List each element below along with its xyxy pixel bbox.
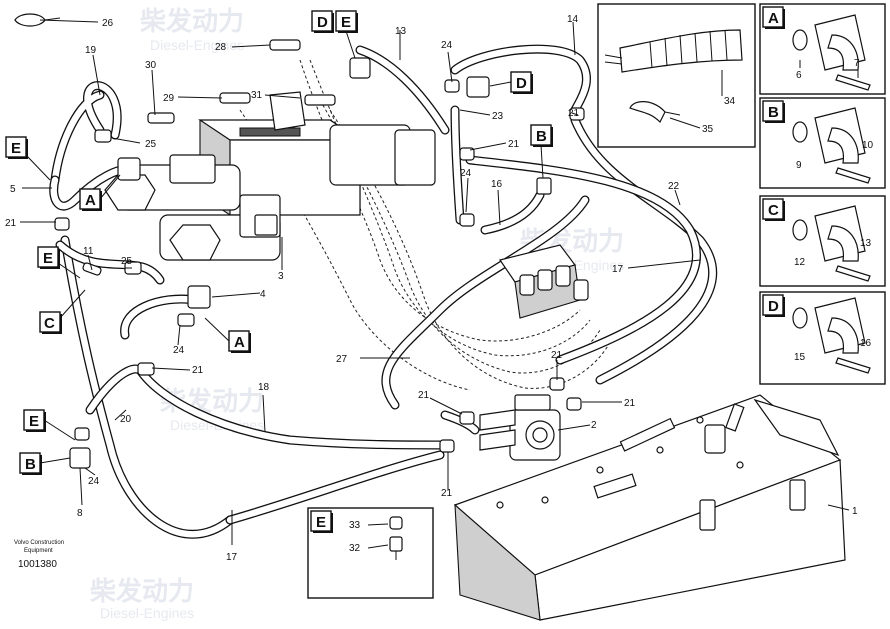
inset-cable: 34 35 [597,3,756,148]
callout-24: 24 [88,476,100,487]
fittings [147,39,336,124]
callout-25: 25 [145,139,157,150]
inset-D-title: D [768,298,779,315]
leader-lines [20,19,850,545]
callout-13: 13 [395,26,407,37]
inset-E-title: E [316,514,326,531]
tag-B: B [25,456,36,473]
callout-25: 25 [121,256,133,267]
callout-29: 29 [163,93,175,104]
watermark-en: Diesel-Engines [150,37,244,53]
callout-21: 21 [192,365,204,376]
tag-A: A [234,334,245,351]
callout-19: 19 [85,45,97,56]
inset-A-title: A [768,10,779,27]
caption-maker-line2: Equipment [24,548,53,554]
tag-E: E [43,250,53,267]
tag-E: E [29,413,39,430]
inset-callout-34: 34 [724,96,736,107]
callout-24: 24 [441,40,453,51]
inset-callout-35: 35 [702,124,714,135]
hoses [49,44,717,539]
inset-B: B 9 10 [759,97,886,189]
callout-21: 21 [418,390,430,401]
inset-C-callout-12: 12 [794,257,806,268]
inset-E-callout-32: 32 [349,543,361,554]
callout-17: 17 [226,552,238,563]
watermark-en: Diesel-Engines [100,605,194,621]
callout-21: 21 [508,139,520,150]
callout-3: 3 [278,271,284,282]
pilot-valve-block [499,244,589,319]
callout-2: 2 [591,420,597,431]
callout-numbers: 26 19 30 29 28 31 25 5 21 11 25 4 3 24 2… [5,14,858,563]
inset-A-callout-7: 7 [854,58,860,69]
tag-B: B [536,128,547,145]
mount-flanges [69,57,552,469]
tag-E: E [11,140,21,157]
callout-23: 23 [492,111,504,122]
callout-27: 27 [336,354,348,365]
callout-21: 21 [624,398,636,409]
callout-18: 18 [258,382,270,393]
callout-21: 21 [568,108,580,119]
inset-B-title: B [768,104,779,121]
inset-C-callout-13: 13 [860,238,872,249]
callout-28: 28 [215,42,227,53]
inset-E: E 33 32 [307,507,434,599]
tag-E: E [341,14,351,31]
inset-A: A 6 7 [759,3,886,95]
callout-1: 1 [852,506,858,517]
inset-E-callout-33: 33 [349,520,361,531]
callout-30: 30 [145,60,157,71]
tag-A: A [85,192,96,209]
watermark-cn: 柴发动力 [89,576,194,606]
callout-21: 21 [5,218,17,229]
callout-31: 31 [251,90,263,101]
filter-housing [479,394,561,461]
inset-B-callout-9: 9 [796,160,802,171]
callout-16: 16 [491,179,503,190]
callout-20: 20 [120,414,132,425]
hydraulic-tank [453,394,846,621]
letter-tags: D E D B E A E C A E [5,10,553,475]
callout-5: 5 [10,184,16,195]
tag-C: C [44,315,55,332]
callout-14: 14 [567,14,579,25]
watermark-cn: 柴发动力 [139,6,244,36]
clamps [54,79,585,453]
caption: Volvo Construction Equipment 1001380 [14,540,64,570]
callout-24: 24 [173,345,185,356]
callout-21: 21 [441,488,453,499]
tag-D: D [317,14,328,31]
callout-4: 4 [260,289,266,300]
inset-A-callout-6: 6 [796,70,802,81]
callout-24: 24 [460,168,472,179]
callout-8: 8 [77,508,83,519]
inset-D-callout-15: 15 [794,352,806,363]
callout-17: 17 [612,264,624,275]
callout-22: 22 [668,181,680,192]
caption-ref-number: 1001380 [18,559,57,570]
control-valve-block [104,91,436,261]
caption-maker: Volvo Construction [14,540,64,546]
callout-11: 11 [83,246,94,257]
inset-D: D 15 16 [759,291,886,385]
tag-D: D [516,75,527,92]
inset-C-title: C [768,202,779,219]
inset-B-callout-10: 10 [862,140,874,151]
callout-21: 21 [551,350,563,361]
inset-C: C 12 13 [759,195,886,287]
callout-26: 26 [102,18,114,29]
inset-D-callout-16: 16 [860,338,872,349]
